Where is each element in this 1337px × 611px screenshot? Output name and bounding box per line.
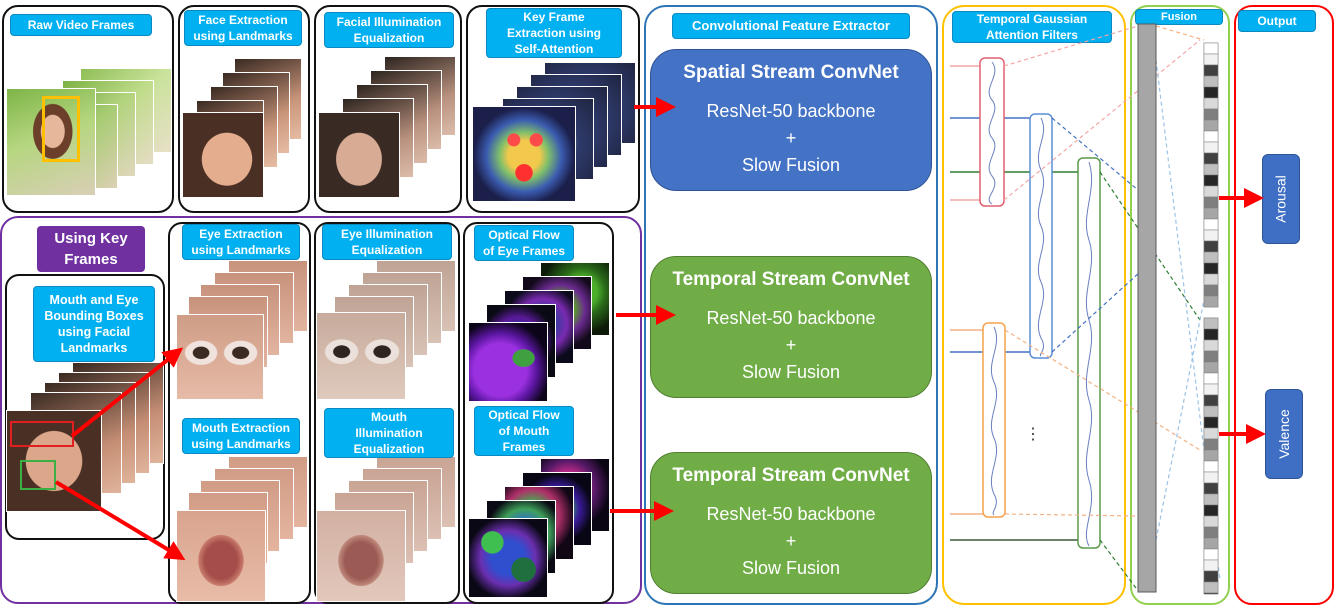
facial-illumination-panel xyxy=(314,5,462,213)
temporal-stream-eye-box: Temporal Stream ConvNet ResNet-50 backbo… xyxy=(650,256,932,398)
face-extraction-panel xyxy=(178,5,310,213)
temporal-gaussian-label: Temporal Gaussian Attention Filters xyxy=(952,11,1112,43)
temporal-stream-mouth-body: ResNet-50 backbone + Slow Fusion xyxy=(706,503,876,578)
mouth-bounding-box xyxy=(20,460,56,490)
eye-extraction-label: Eye Extraction using Landmarks xyxy=(182,224,300,260)
fusion-label: Fusion xyxy=(1135,9,1223,25)
mouth-illumination-label: Mouth Illumination Equalization xyxy=(324,408,454,458)
using-key-frames-label: Using Key Frames xyxy=(37,226,145,272)
optical-flow-panel xyxy=(463,222,614,604)
facial-illumination-label: Facial Illumination Equalization xyxy=(324,12,454,48)
output-label: Output xyxy=(1238,10,1316,32)
temporal-stream-mouth-box: Temporal Stream ConvNet ResNet-50 backbo… xyxy=(650,452,932,594)
conv-extractor-label: Convolutional Feature Extractor xyxy=(672,13,910,39)
key-frame-panel xyxy=(466,5,640,213)
raw-video-label: Raw Video Frames xyxy=(10,14,152,36)
eye-mouth-illumination-panel xyxy=(314,222,460,604)
optical-flow-eye-label: Optical Flow of Eye Frames xyxy=(474,225,574,261)
face-extraction-label: Face Extraction using Landmarks xyxy=(184,10,302,46)
valence-label: Valence xyxy=(1276,409,1292,459)
spatial-stream-box: Spatial Stream ConvNet ResNet-50 backbon… xyxy=(650,49,932,191)
gaussian-ellipsis: ⋮ xyxy=(1025,426,1041,443)
output-panel xyxy=(1234,5,1334,605)
mouth-extraction-label: Mouth Extraction using Landmarks xyxy=(182,418,300,454)
key-frame-label: Key Frame Extraction using Self-Attentio… xyxy=(486,8,622,58)
mouth-eye-boxes-label: Mouth and Eye Bounding Boxes using Facia… xyxy=(33,286,155,362)
arousal-output: Arousal xyxy=(1262,154,1300,244)
temporal-gaussian-panel xyxy=(942,5,1126,605)
fusion-panel xyxy=(1130,5,1230,605)
eye-bounding-box xyxy=(10,421,74,447)
key-frames-panel xyxy=(0,216,642,604)
temporal-stream-eye-title: Temporal Stream ConvNet xyxy=(672,268,910,290)
raw-video-panel xyxy=(2,5,174,213)
temporal-stream-eye-body: ResNet-50 backbone + Slow Fusion xyxy=(706,307,876,382)
valence-output: Valence xyxy=(1265,389,1303,479)
temporal-stream-mouth-title: Temporal Stream ConvNet xyxy=(672,464,910,486)
eye-illumination-label: Eye Illumination Equalization xyxy=(322,224,452,260)
spatial-stream-title: Spatial Stream ConvNet xyxy=(683,61,899,83)
arousal-label: Arousal xyxy=(1273,175,1289,223)
optical-flow-mouth-label: Optical Flow of Mouth Frames xyxy=(474,406,574,456)
conv-extractor-panel xyxy=(644,5,938,605)
face-bounding-box xyxy=(42,96,80,162)
spatial-stream-body: ResNet-50 backbone + Slow Fusion xyxy=(706,100,876,175)
